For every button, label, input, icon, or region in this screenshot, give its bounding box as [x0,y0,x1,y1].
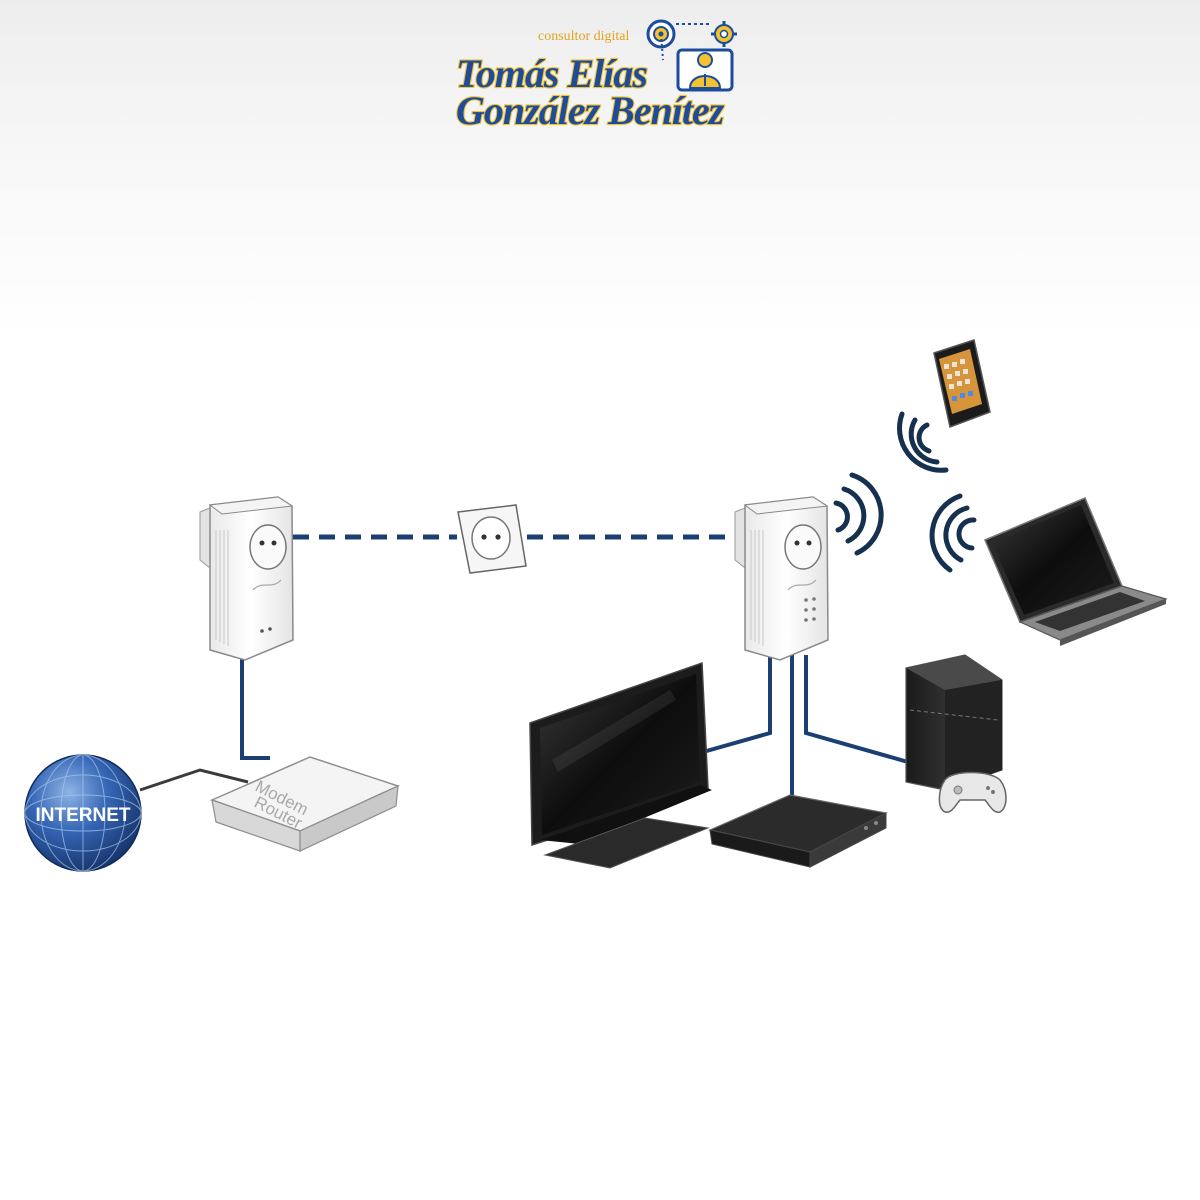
internet-globe-icon: INTERNET [24,754,142,872]
network-cables [139,534,909,808]
modem-router: Modem Router [209,756,401,852]
cable-router-to-internet [139,768,249,792]
wifi-signal-laptop-icon [929,493,977,573]
laptop-icon [984,497,1168,646]
powerline-adapter-wifi [734,496,829,661]
logo-tagline: consultor digital [538,29,629,44]
logo-name-line1: Tomás Elías [456,51,647,96]
media-player-icon [708,794,888,868]
game-controller-icon [938,771,1007,814]
game-console-icon [905,654,1003,791]
wifi-signal-phone-icon [897,411,949,473]
cable-adapter-to-router [240,655,270,760]
consultant-screen-icon [676,48,734,92]
smartphone-icon [933,339,991,429]
target-icon [646,19,676,61]
cable-adapter-to-console [804,655,909,764]
wall-outlet [457,504,527,574]
internet-label: INTERNET [36,805,131,826]
gear-icon [711,21,737,47]
logo-name-line2: González Benítez [456,88,725,133]
cable-adapter-to-tv [702,655,772,754]
wifi-signal-adapter-icon [833,472,884,556]
powerline-adapter-left [199,496,294,661]
brand-logo: consultor digital Tomás Elías González B… [455,19,737,134]
television-icon [529,661,712,869]
